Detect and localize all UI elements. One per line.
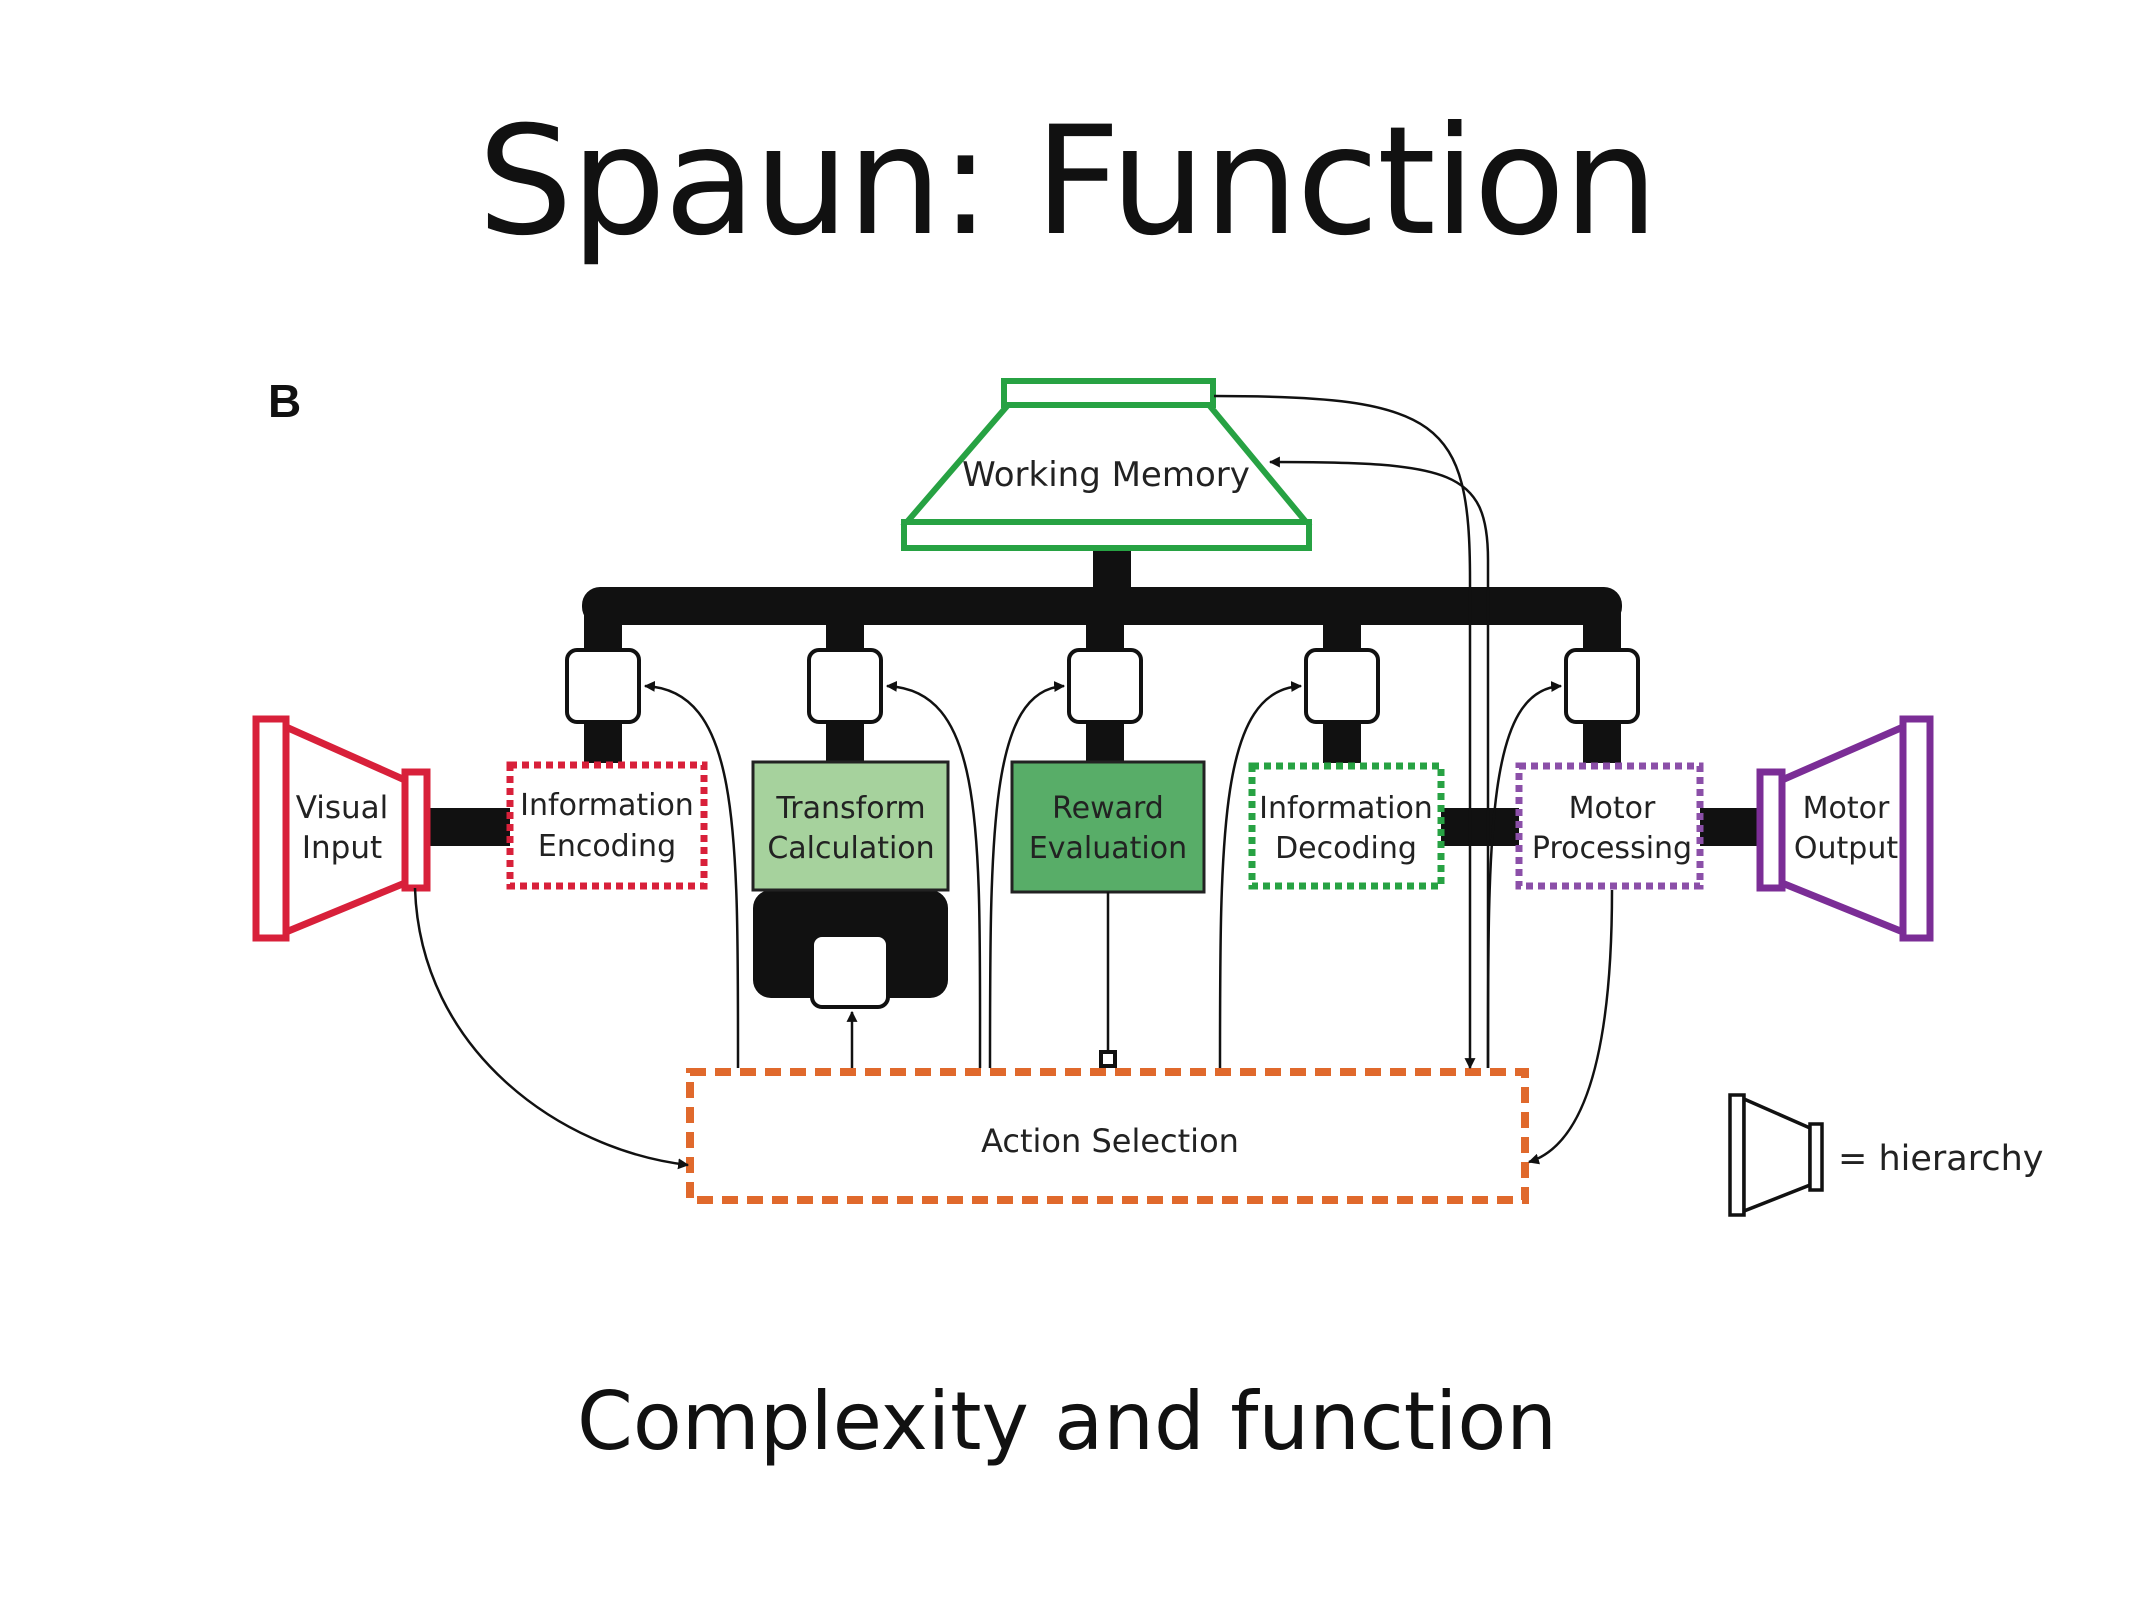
arrow-action-to-decoding-gate [1218,681,1303,1069]
visual-input: Visual Input [252,715,431,942]
reward-terminal [1099,1050,1117,1068]
reward-evaluation: Reward Evaluation [1010,760,1206,894]
panel-label: B [268,375,301,427]
arrow-motor-to-action [1527,889,1614,1165]
gates [565,648,1640,1009]
transform-calculation-line2: Calculation [767,831,934,866]
gate-motor-processing [1564,648,1640,724]
transform-calculation-line1: Transform [775,791,925,826]
legend: = hierarchy [1728,1093,2044,1217]
action-selection: Action Selection [686,1068,1529,1204]
motor-output-line1: Motor [1803,791,1890,826]
gate-transform-loop [810,933,890,1009]
arrow-action-to-transform-gate [885,680,982,1069]
information-decoding-line1: Information [1259,791,1433,826]
visual-input-line2: Input [302,830,382,866]
information-encoding: Information Encoding [506,761,708,890]
information-decoding: Information Decoding [1248,762,1445,890]
slide-title: Spaun: Function [477,95,1659,269]
gate-transform-calculation [807,648,883,724]
action-selection-label: Action Selection [981,1122,1239,1160]
visual-input-line1: Visual [296,790,389,826]
transform-calculation: Transform Calculation [751,760,950,892]
motor-processing: Motor Processing [1515,762,1704,890]
legend-label: = hierarchy [1838,1139,2044,1179]
legend-hierarchy-icon [1728,1093,1746,1217]
working-memory: Working Memory [900,378,1313,551]
information-encoding-line1: Information [520,788,694,823]
information-decoding-line2: Decoding [1275,831,1417,866]
connections [413,394,1614,1170]
reward-evaluation-line2: Evaluation [1029,831,1187,866]
working-memory-label: Working Memory [962,455,1250,495]
gate-information-decoding [1304,648,1380,724]
arrow-visual-to-action [413,887,690,1170]
arrow-action-to-wm [1268,456,1490,1068]
gate-information-encoding [565,648,641,724]
motor-output: Motor Output [1756,715,1934,942]
slide-subtitle: Complexity and function [577,1375,1557,1468]
motor-processing-line2: Processing [1532,831,1692,866]
gate-reward-evaluation [1067,648,1143,724]
reward-evaluation-line1: Reward [1052,791,1164,826]
motor-processing-line1: Motor [1569,791,1656,826]
arrow-wm-to-action [1213,394,1476,1070]
arrow-action-to-encoding-gate [643,680,740,1069]
motor-output-line2: Output [1794,831,1898,866]
arrow-action-to-reward-gate [988,681,1066,1069]
information-encoding-line2: Encoding [538,829,676,864]
